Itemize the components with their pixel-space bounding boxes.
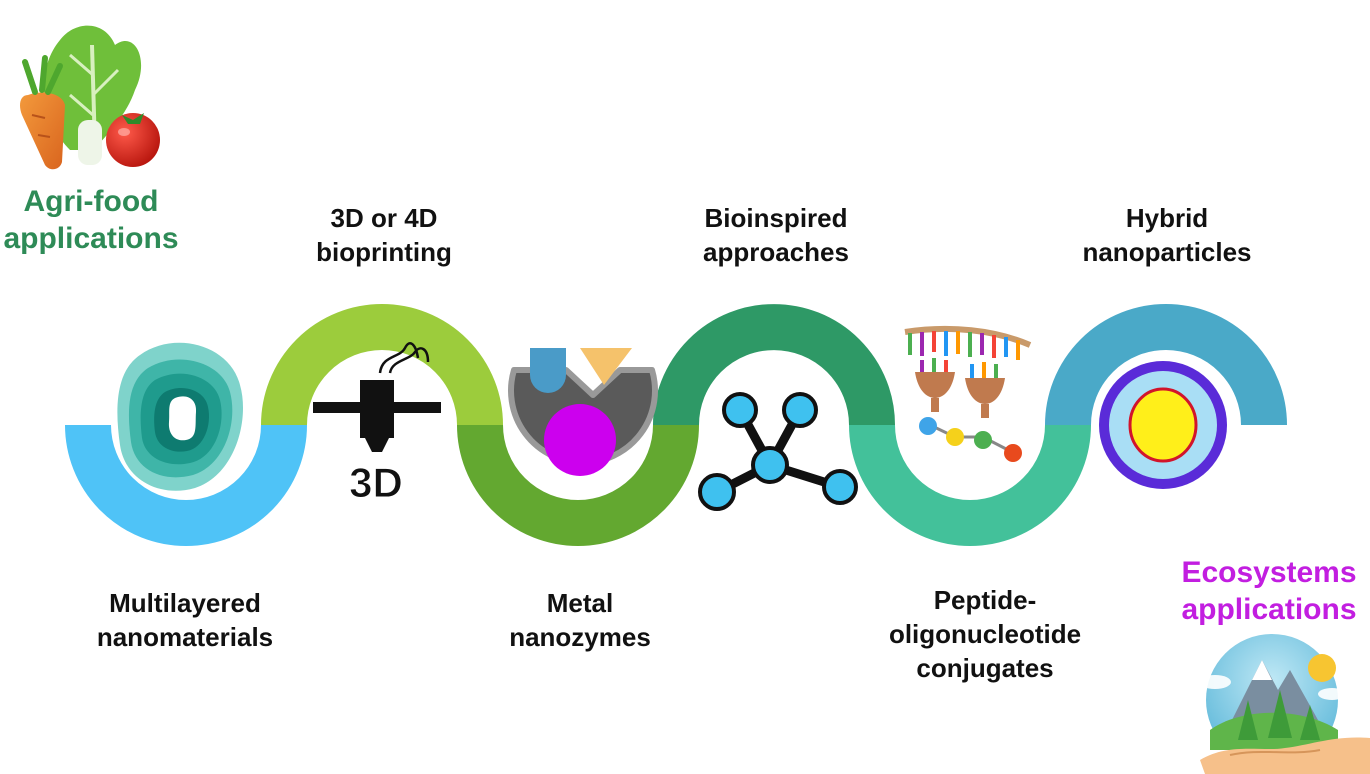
label-bioprinting: 3D or 4D bioprinting (284, 201, 484, 269)
label-conjugates-line-3: conjugates (916, 653, 1054, 683)
label-nanozymes-line-2: nanozymes (509, 622, 651, 652)
label-nanozymes-line-1: Metal (546, 588, 614, 618)
label-bioprinting-line-1: 3D or 4D (330, 203, 438, 233)
label-multilayered: Multilayered nanomaterials (75, 586, 295, 654)
3d-badge: 3D (349, 459, 403, 506)
label-ecosystems: Ecosystems applications (1168, 554, 1370, 628)
road-segment-multilayered (65, 424, 307, 546)
road-segment-nanozymes (457, 424, 699, 546)
label-nanozymes: Metal nanozymes (480, 586, 680, 654)
label-ecosystems-line-1: Ecosystems (1181, 556, 1357, 589)
label-agri-food: Agri-food applications (0, 183, 182, 257)
label-bioinspired-line-2: approaches (703, 237, 849, 267)
label-multilayered-line-2: nanomaterials (96, 622, 274, 652)
core-shell-particle-icon (1099, 361, 1227, 489)
label-conjugates-line-1: Peptide- (933, 585, 1037, 615)
label-ecosystems-line-2: applications (1181, 593, 1357, 626)
layered-blob-icon (117, 342, 243, 491)
nanozyme-icon (508, 348, 658, 476)
road-segment-bioprinting (261, 304, 503, 426)
label-bioprinting-line-2: bioprinting (316, 237, 452, 267)
label-conjugates: Peptide- oligonucleotide conjugates (875, 583, 1095, 685)
peptide-dna-icon (904, 325, 1032, 462)
label-conjugates-line-2: oligonucleotide (888, 619, 1082, 649)
label-agri-food-line-2: applications (3, 222, 179, 255)
label-agri-food-line-1: Agri-food (23, 185, 159, 218)
wavy-road (65, 250, 1287, 565)
road-segment-bioinspired (653, 304, 895, 426)
label-bioinspired-line-1: Bioinspired (704, 203, 848, 233)
label-hybrid-line-2: nanoparticles (1082, 237, 1252, 267)
road-segment-hybrid (1045, 304, 1287, 426)
label-hybrid-line-1: Hybrid (1125, 203, 1209, 233)
vegetables-icon (20, 25, 160, 170)
road-segment-conjugates (849, 424, 1091, 546)
molecule-network-icon (698, 392, 858, 511)
globe-in-hand-icon (1199, 634, 1370, 774)
label-multilayered-line-1: Multilayered (109, 588, 261, 618)
label-bioinspired: Bioinspired approaches (666, 201, 886, 269)
label-hybrid: Hybrid nanoparticles (1057, 201, 1277, 269)
3d-printer-icon: 3D (313, 342, 441, 507)
